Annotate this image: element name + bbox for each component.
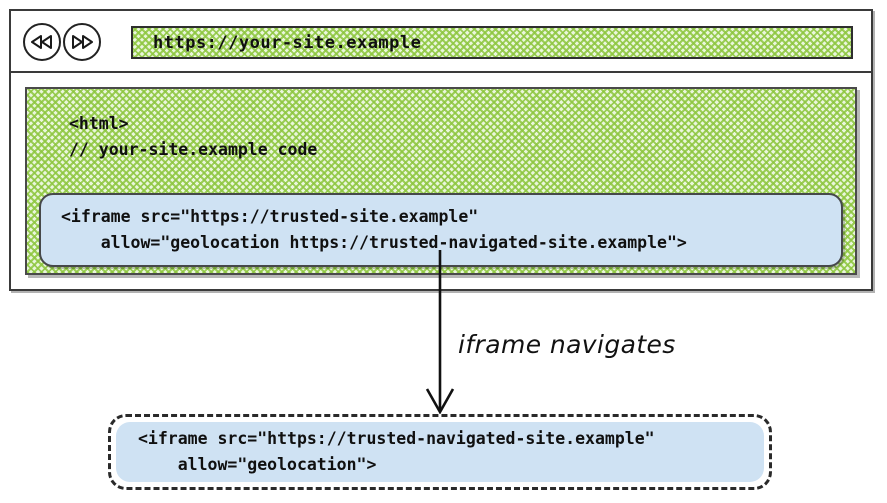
forward-button[interactable] xyxy=(63,23,101,61)
address-bar-url: https://your-site.example xyxy=(153,32,422,53)
address-bar[interactable]: https://your-site.example xyxy=(131,26,853,59)
browser-window: https://your-site.example <html> // your… xyxy=(9,9,873,291)
navigated-iframe-box: <iframe src="https://trusted-navigated-s… xyxy=(108,414,772,490)
down-arrow-icon xyxy=(425,250,455,415)
back-button[interactable] xyxy=(23,23,61,61)
navigation-annotation-label: iframe navigates xyxy=(458,330,676,359)
embedded-iframe-code: <iframe src="https://trusted-site.exampl… xyxy=(61,207,687,252)
navigated-iframe-code: <iframe src="https://trusted-navigated-s… xyxy=(138,429,655,474)
page-source-code: <html> // your-site.example code xyxy=(69,114,318,159)
navigated-iframe-panel: <iframe src="https://trusted-navigated-s… xyxy=(116,422,764,482)
page-viewport: <html> // your-site.example code <iframe… xyxy=(25,87,857,275)
browser-toolbar: https://your-site.example xyxy=(11,11,871,73)
rewind-back-icon xyxy=(31,34,53,50)
navigation-buttons xyxy=(23,23,101,61)
fast-forward-icon xyxy=(71,34,93,50)
